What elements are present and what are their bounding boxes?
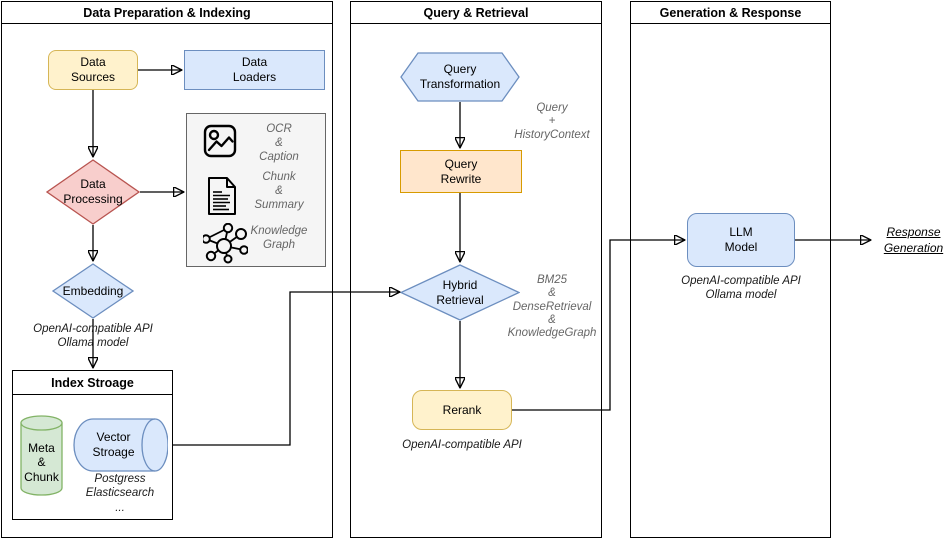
rerank-note: OpenAI-compatible API <box>402 439 522 451</box>
hexagon-shape <box>400 52 520 102</box>
node-vector-storage: Vector Stroage <box>73 418 168 472</box>
node-embedding: Embedding <box>52 263 134 319</box>
hybrid-retrieval-note: BM25 & DenseRetrieval & KnowledgeGraph <box>507 274 597 340</box>
document-icon <box>206 176 238 216</box>
section-title: Data Preparation & Indexing <box>2 2 332 24</box>
knowledge-graph-icon <box>203 223 248 265</box>
llm-model-note: OpenAI-compatible API Ollama model <box>681 275 801 302</box>
node-rerank: Rerank <box>412 390 512 430</box>
diamond-shape <box>46 159 140 225</box>
embedding-note: OpenAI-compatible API Ollama model <box>33 323 153 350</box>
node-data-processing: Data Processing <box>46 159 140 225</box>
node-meta-chunk: Meta & Chunk <box>20 415 63 496</box>
query-transformation-note: Query + HistoryContext <box>514 102 590 141</box>
section-generation-response: Generation & Response <box>630 1 831 538</box>
vector-storage-note: Postgress Elasticsearch ... <box>85 473 155 514</box>
method-label: Knowledge Graph <box>250 225 308 252</box>
index-storage-title: Index Stroage <box>13 371 172 395</box>
section-data-preparation-indexing: Data Preparation & Indexing <box>1 1 333 538</box>
response-generation-label: Response Generation <box>883 225 944 255</box>
node-label: Query Rewrite <box>440 156 482 186</box>
direct-data-shape <box>73 418 168 472</box>
section-title: Query & Retrieval <box>351 2 601 24</box>
diamond-shape <box>52 263 134 319</box>
node-label: LLM Model <box>724 225 758 254</box>
diamond-shape <box>400 264 520 321</box>
node-label: Data Sources <box>70 55 116 84</box>
method-label: Chunk & Summary <box>254 171 304 212</box>
node-data-loaders: Data Loaders <box>184 50 325 90</box>
node-query-transformation: Query Transformation <box>400 52 520 102</box>
method-label: OCR & Caption <box>259 123 299 164</box>
node-query-rewrite: Query Rewrite <box>400 150 522 193</box>
node-llm-model: LLM Model <box>687 213 795 267</box>
processing-methods-panel: OCR & Caption Chunk & Summary <box>186 113 326 267</box>
section-title: Generation & Response <box>631 2 830 24</box>
node-data-sources: Data Sources <box>48 50 138 90</box>
node-label: Rerank <box>442 402 482 417</box>
cylinder-shape <box>20 415 63 496</box>
node-label: Data Loaders <box>232 55 277 84</box>
image-icon <box>203 124 237 158</box>
